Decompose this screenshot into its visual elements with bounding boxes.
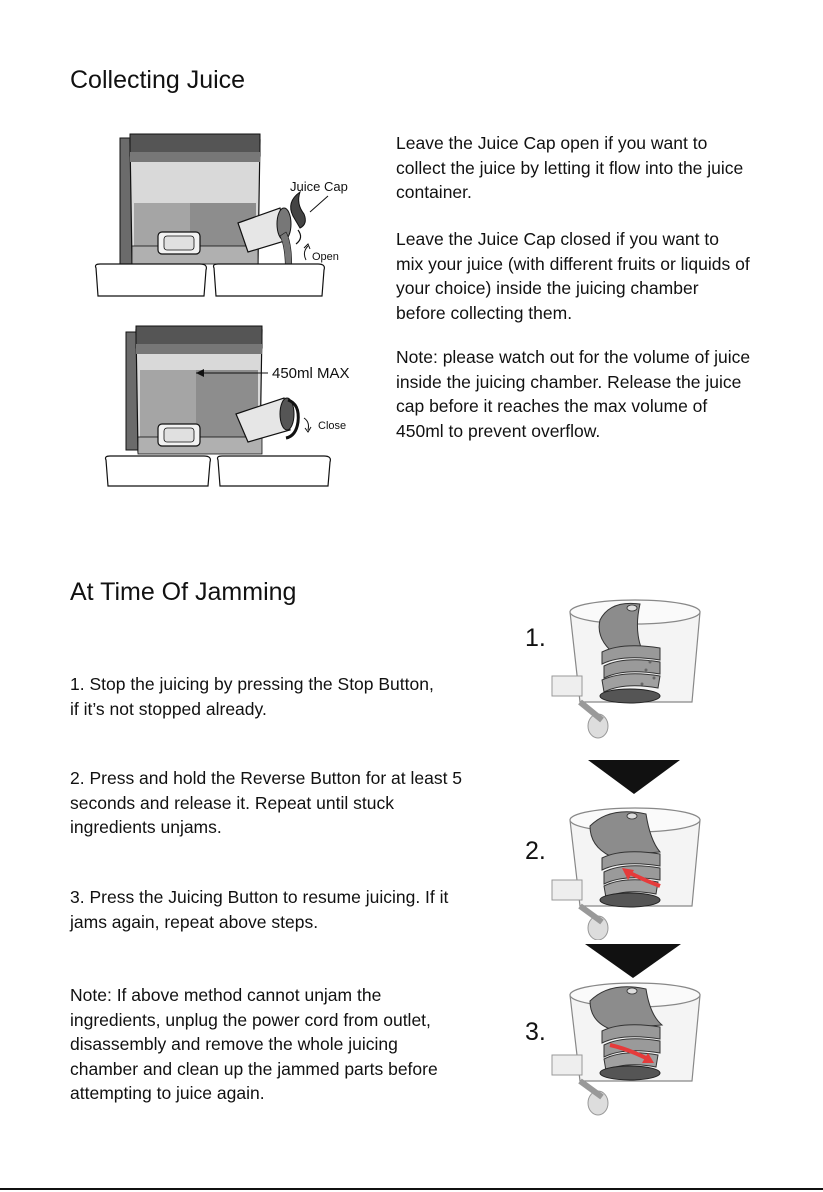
label-open: Open — [312, 251, 339, 263]
jamming-note: Note: If above method cannot unjam the i… — [70, 985, 438, 1103]
paragraph-cap-open: Leave the Juice Cap open if you want to … — [396, 133, 744, 202]
figure-number-2: 2. — [525, 837, 546, 865]
label-close: Close — [318, 420, 346, 432]
page-bottom-rule — [0, 1188, 823, 1190]
auger-step-1-illustration — [551, 599, 701, 739]
label-450ml-max: 450ml MAX — [272, 365, 350, 382]
step-1-text: 1. Stop the juicing by pressing the Stop… — [70, 674, 434, 719]
paragraph-volume-note: Note: please watch out for the volume of… — [396, 347, 751, 441]
section-title-jamming: At Time Of Jamming — [70, 578, 297, 606]
step-2-text: 2. Press and hold the Reverse Button for… — [70, 768, 463, 837]
juicer-cap-open-illustration: Juice Cap Open — [94, 133, 348, 297]
figure-number-1: 1. — [525, 624, 546, 652]
paragraph-cap-closed: Leave the Juice Cap closed if you want t… — [396, 229, 750, 323]
auger-step-2-illustration — [551, 807, 701, 940]
step-3-text: 3. Press the Juicing Button to resume ju… — [70, 887, 449, 932]
down-arrow-2 — [585, 944, 681, 978]
figure-number-3: 3. — [525, 1018, 546, 1046]
juicer-cap-closed-illustration: 450ml MAX Close — [104, 325, 350, 487]
auger-step-3-illustration — [551, 982, 701, 1116]
label-juice-cap: Juice Cap — [290, 179, 348, 194]
down-arrow-1 — [588, 760, 680, 794]
section-title-collecting: Collecting Juice — [70, 66, 246, 94]
